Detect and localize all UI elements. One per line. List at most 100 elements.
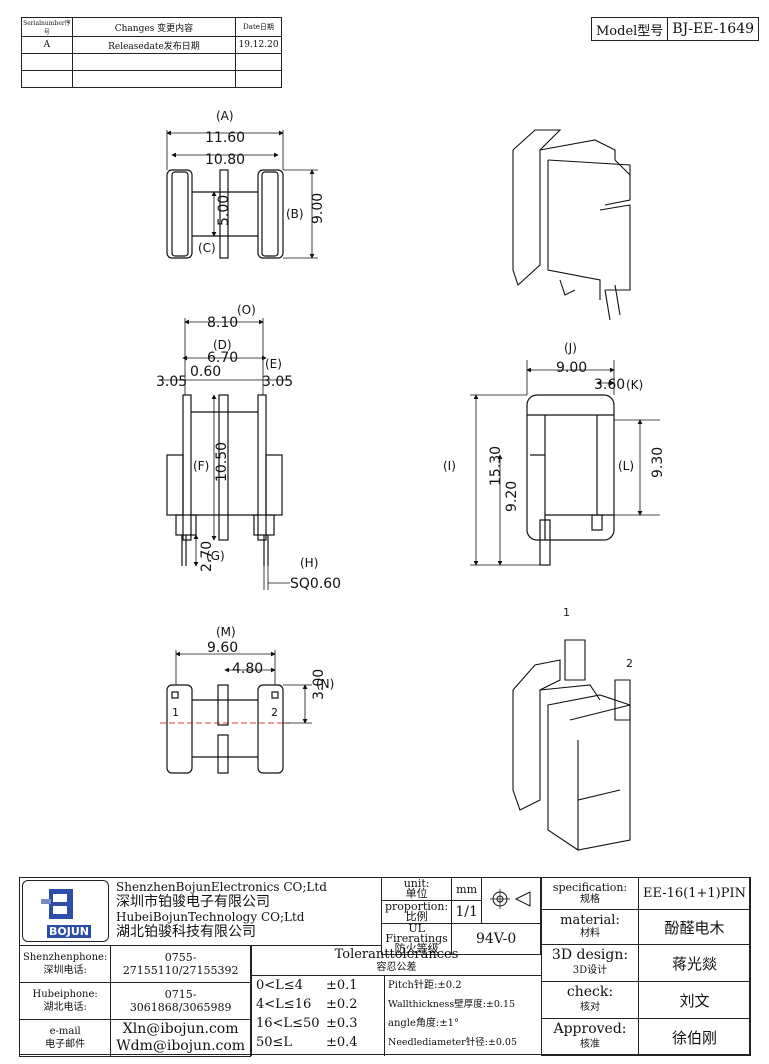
tol-title-cn: 容忍公差 [376, 962, 417, 973]
tol-row: 50≤L ±0.4 [252, 1033, 384, 1052]
tol-row: 0<L≤4 ±0.1 [252, 976, 384, 995]
title-block: BOJUN ShenzhenBojunElectronics CO;Ltd 深圳… [18, 877, 751, 1057]
dim-g: 2.70 [199, 541, 215, 572]
top-view [166, 130, 318, 259]
logo-text: BOJUN [47, 925, 91, 938]
dim-c-label: (C) [198, 241, 216, 255]
company-names: ShenzhenBojunElectronics CO;Ltd 深圳市铂骏电子有… [116, 880, 327, 940]
proportion-value: 1/1 [451, 900, 482, 924]
dim-d-label: (D) [213, 338, 232, 352]
dim-right: 3.05 [262, 374, 293, 390]
unit-cn: 单位 [405, 887, 428, 900]
design-label: 3D design: [551, 947, 629, 963]
iso-view-top [512, 129, 631, 321]
dim-n-label: (N) [316, 677, 334, 691]
dim-j: 9.00 [556, 360, 587, 376]
dim-10-80: 10.80 [205, 152, 245, 168]
revision-table: Serialnumber序号 Changes 变更内容 Date日期 A Rel… [21, 17, 282, 88]
model-box: Model型号 BJ-EE-1649 [590, 17, 760, 41]
dim-060: 0.60 [190, 364, 221, 380]
fire-label: UL Fireratings [385, 922, 448, 945]
unit-label: unit: [403, 877, 430, 890]
company-area: BOJUN ShenzhenBojunElectronics CO;Ltd 深圳… [20, 878, 382, 946]
bottom-view [160, 650, 312, 774]
dim-c: 5.00 [216, 195, 232, 226]
hb-phone-label: Hubeiphone: [32, 989, 98, 1000]
projection-symbol [481, 877, 541, 924]
tol-pitch: Pitch针距:±0.2 [388, 980, 462, 991]
dim-o-label: (O) [237, 303, 256, 317]
company-en-2: HubeiBojunTechnology CO;Ltd [116, 910, 305, 924]
sz-phone: 0755-27155110/27155392 [110, 945, 251, 983]
sz-phone-label: Shenzhenphone: [23, 952, 108, 963]
company-cn-2: 湖北铂骏科技有限公司 [116, 924, 256, 940]
dim-o: 8.10 [207, 315, 238, 331]
dim-e-label: (E) [265, 357, 282, 371]
email-1[interactable]: Xln@ibojun.com [122, 1021, 239, 1037]
hb-phone-cn: 湖北电话: [43, 1002, 87, 1013]
iso-view-bottom [512, 639, 631, 851]
proportion-label: proportion: [385, 900, 449, 913]
tol-wall: Wallthickness壁厚度:±0.15 [388, 999, 516, 1010]
check-value: 刘文 [638, 981, 751, 1019]
projection-icon [490, 889, 531, 909]
bottom-pin2: 2 [271, 706, 278, 719]
tol-value: ±0.1 [326, 978, 358, 993]
tol-needle: Needlediameter针径:±0.05 [388, 1037, 518, 1048]
hb-phone: 0715-3061868/3065989 [110, 982, 251, 1020]
spec-cn: 规格 [580, 893, 600, 905]
tolerance-notes: Pitch针距:±0.2 Wallthickness壁厚度:±0.15 angl… [385, 976, 541, 1056]
dim-l-label: (L) [618, 459, 634, 473]
contacts-table: Shenzhenphone: 深圳电话: 0755-27155110/271553… [18, 945, 251, 1057]
tol-range: 50≤L [256, 1035, 293, 1050]
company-en-1: ShenzhenBojunElectronics CO;Ltd [116, 880, 327, 894]
drawing-area: (A) 11.60 10.80 (B) 9.00 5.00 (C) (O) 8.… [156, 109, 666, 851]
dim-b: 9.00 [310, 193, 326, 224]
fire-cn: 防火等级 [394, 942, 439, 955]
spec-table: specification:规格 EE-16(1+1)PIN material:… [541, 877, 751, 1056]
sz-phone-cn: 深圳电话: [43, 965, 87, 976]
email-label: e-mail [49, 1026, 81, 1037]
dim-480: 4.80 [232, 661, 263, 677]
approved-label: Approved: [553, 1021, 627, 1037]
dim-920: 9.20 [504, 481, 520, 512]
bojun-logo [41, 889, 73, 919]
dim-f-label: (F) [193, 459, 209, 473]
logo-box: BOJUN [22, 880, 109, 942]
dim-k-label: (K) [626, 378, 643, 392]
design-value: 蒋光燚 [638, 944, 751, 982]
tol-value: ±0.3 [326, 1016, 358, 1031]
material-cn: 材料 [580, 928, 600, 939]
dim-g-label: (G) [206, 549, 225, 563]
email-2[interactable]: Wdm@ibojun.com [116, 1038, 246, 1054]
tol-value: ±0.2 [326, 997, 358, 1012]
tolerance-header: Toleranttolerances 容忍公差 [252, 946, 541, 976]
proportion-cn: 比例 [405, 910, 428, 923]
bottom-pin1: 1 [172, 706, 179, 719]
dim-m-label: (M) [216, 625, 236, 639]
iso-pin2: 2 [626, 657, 633, 670]
tol-angle: angle角度:±1° [388, 1018, 460, 1029]
tol-range: 4<L≤16 [256, 997, 312, 1012]
spec-value: EE-16(1+1)PIN [638, 877, 751, 910]
check-cn: 核对 [580, 1002, 600, 1013]
dim-j-label: (J) [564, 341, 577, 355]
tol-value: ±0.4 [326, 1035, 358, 1050]
dim-m: 9.60 [207, 640, 238, 656]
fire-value: 94V-0 [451, 923, 541, 955]
dim-a-label: (A) [216, 109, 234, 123]
spec-label: specification: [552, 880, 628, 894]
tol-range: 0<L≤4 [256, 978, 303, 993]
front-view [160, 318, 290, 590]
dim-i-label: (I) [443, 459, 456, 473]
unit-table: unit:单位 mm proportion:比例 1/1 UL Firerati… [380, 877, 541, 955]
tol-row: 4<L≤16 ±0.2 [252, 995, 384, 1014]
dim-h-label: (H) [300, 556, 318, 570]
dim-l: 9.30 [650, 447, 666, 478]
tol-title: Toleranttolerances [334, 947, 459, 962]
dim-left: 3.05 [156, 374, 187, 390]
approved-value: 徐伯刚 [638, 1018, 751, 1056]
dim-k: 3.60 [594, 377, 625, 393]
email-cn: 电子邮件 [45, 1039, 86, 1050]
company-cn-1: 深圳市铂骏电子有限公司 [116, 894, 270, 910]
